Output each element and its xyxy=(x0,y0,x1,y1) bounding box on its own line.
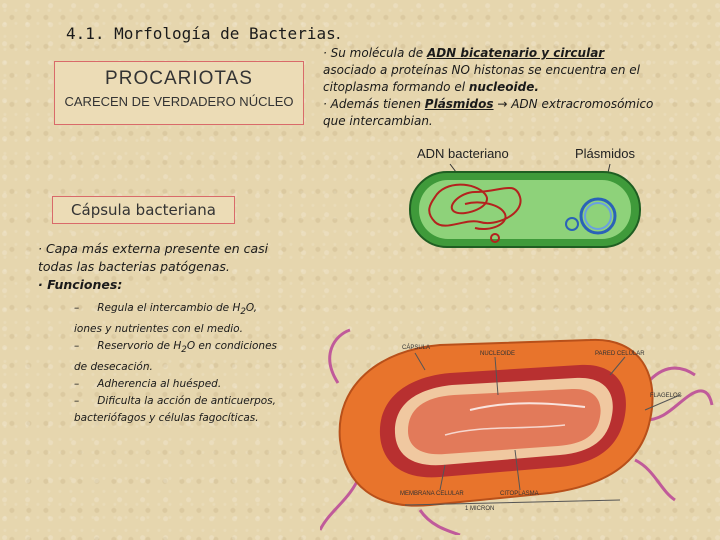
bacteria-structure-diagram: CÁPSULA NUCLEOIDE PARED CELULAR FLAGELOS… xyxy=(320,325,715,535)
bacteria-dna-diagram: ADN bacteriano Plásmidos xyxy=(405,142,655,257)
list-item: –Reservorio de H2O en condiciones xyxy=(74,338,306,359)
procariotas-box: PROCARIOTAS CARECEN DE VERDADERO NÚCLEO xyxy=(54,61,304,125)
label-micron: 1 MICRON xyxy=(465,506,494,512)
procariotas-title: PROCARIOTAS xyxy=(55,68,303,90)
funciones-label: · Funciones: xyxy=(38,276,298,294)
list-item: –Adherencia al huésped. xyxy=(74,376,306,393)
capsula-box: Cápsula bacteriana xyxy=(52,196,235,224)
list-item: –Dificulta la acción de anticuerpos, xyxy=(74,393,306,410)
label-adn-bacteriano: ADN bacteriano xyxy=(417,146,509,161)
label-citoplasma: CITOPLASMA xyxy=(500,491,539,497)
capsula-description: · Capa más externa presente en casi toda… xyxy=(38,240,298,294)
funciones-list: –Regula el intercambio de H2O, iones y n… xyxy=(74,300,306,427)
list-item: –Regula el intercambio de H2O, xyxy=(74,300,306,321)
label-capsula: CÁPSULA xyxy=(402,344,430,351)
label-membrana: MEMBRANA CELULAR xyxy=(400,491,464,497)
page-title: 4.1. Morfología de Bacterias. xyxy=(66,24,341,43)
procariotas-subtitle: CARECEN DE VERDADERO NÚCLEO xyxy=(55,94,303,109)
label-flagelos: FLAGELOS xyxy=(650,393,682,399)
cytoplasm-shape xyxy=(419,180,631,239)
adn-description: · Su molécula de ADN bicatenario y circu… xyxy=(323,45,713,130)
label-plasmidos: Plásmidos xyxy=(575,146,635,161)
label-pared-celular: PARED CELULAR xyxy=(595,351,645,357)
label-nucleoide: NUCLEOIDE xyxy=(480,351,515,357)
